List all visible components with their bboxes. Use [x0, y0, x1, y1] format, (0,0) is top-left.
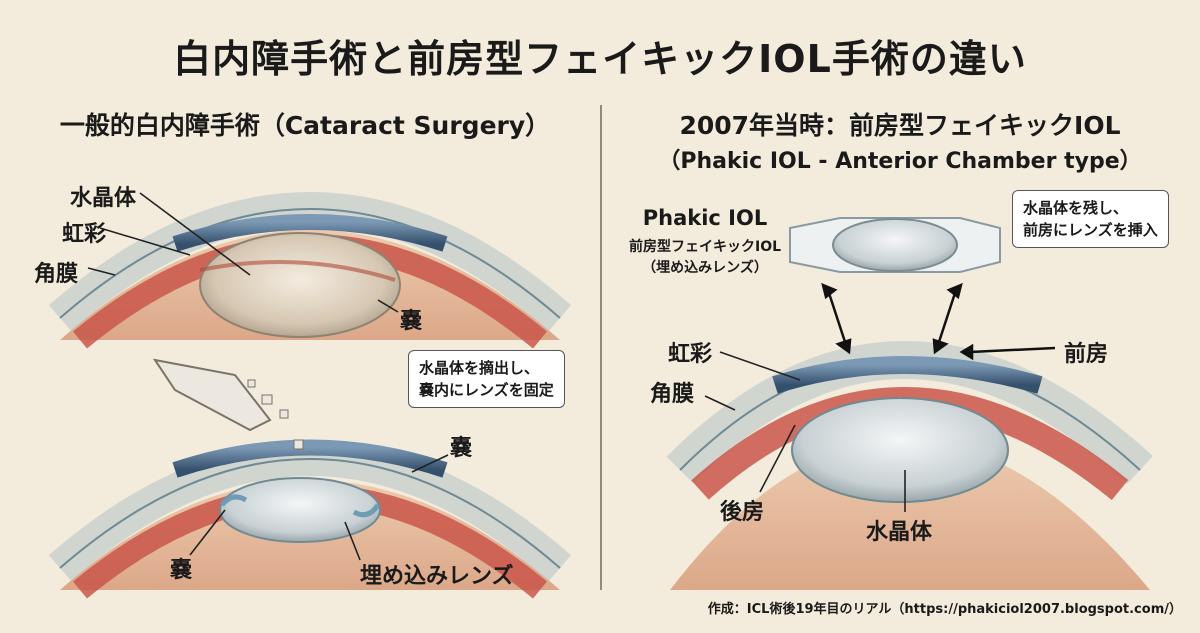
left-leader-lines: [87, 192, 449, 561]
label-iris-right: 虹彩: [668, 342, 713, 367]
label-capsule-right: 嚢: [450, 436, 473, 461]
label-implant: 埋め込みレンズ: [360, 564, 514, 589]
left-eye-after: [48, 358, 572, 599]
right-heading: 2007年当時：前房型フェイキックIOL: [679, 111, 1121, 140]
left-eye-before: [48, 192, 572, 349]
right-leader-lines: [704, 351, 906, 512]
label-anterior-chamber: 前房: [1064, 342, 1109, 367]
credit-line: 作成：ICL術後19年目のリアル（https://phakiciol2007.b…: [707, 602, 1182, 617]
right-heading-sub: （Phakic IOL - Anterior Chamber type）: [658, 149, 1142, 174]
label-lens-left: 水晶体: [70, 186, 137, 211]
left-heading: 一般的白内障手術（Cataract Surgery）: [59, 111, 551, 140]
label-capsule-top: 嚢: [400, 309, 423, 334]
center-divider: [600, 105, 602, 590]
left-callout: 水晶体を摘出し、 嚢内にレンズを固定: [408, 350, 565, 408]
label-cornea-right: 角膜: [650, 382, 695, 407]
label-posterior-chamber: 後房: [720, 500, 765, 525]
label-iris-left: 虹彩: [62, 222, 107, 247]
page-title: 白内障手術と前房型フェイキックIOL手術の違い: [173, 37, 1027, 81]
right-eye-phakic: [666, 217, 1153, 590]
right-callout: 水晶体を残し、 前房にレンズを挿入: [1012, 190, 1169, 248]
label-cornea-left: 角膜: [34, 262, 79, 287]
label-lens-right: 水晶体: [866, 520, 933, 545]
right-arrows: [821, 282, 1056, 361]
phakic-iol-sub: 前房型フェイキックIOL （埋め込みレンズ）: [628, 239, 782, 276]
label-capsule-left: 嚢: [170, 558, 193, 583]
phakic-iol-title: Phakic IOL: [642, 206, 768, 230]
